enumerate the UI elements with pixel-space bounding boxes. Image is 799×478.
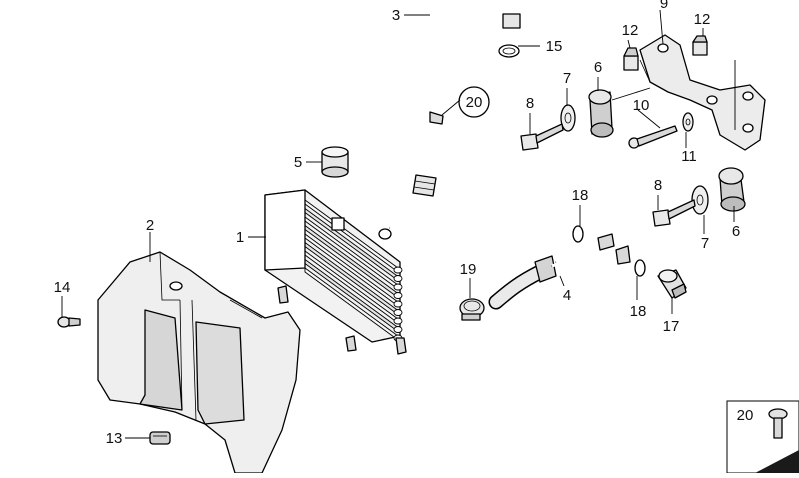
cooler-fin-end (393, 309, 403, 316)
callout-15: 15 (546, 38, 563, 55)
part-13-grommet (149, 431, 171, 445)
callout-5: 5 (294, 154, 302, 171)
part-6-rubber-mount-upper (588, 89, 614, 138)
cooler-fin-end (393, 300, 403, 308)
part-19-hose-clamp (459, 298, 485, 321)
part-14-screw (57, 316, 81, 328)
callout-12-left: 12 (622, 22, 639, 39)
callout-6-upper: 6 (594, 59, 602, 76)
part-17-banjo-bolt (657, 269, 687, 299)
part-15-seal-ring (498, 44, 520, 58)
callout-17: 17 (663, 318, 680, 335)
part-8-bolt-lower (652, 199, 696, 227)
part-12-screw-right (692, 35, 708, 56)
inset-screw-icon (768, 408, 788, 439)
callout-11: 11 (681, 148, 697, 165)
callout-3: 3 (392, 7, 400, 24)
part-12-screw-left (623, 47, 639, 71)
cooler-fin-end (393, 317, 403, 325)
cooler-fin-end (393, 275, 403, 282)
callout-6-lower: 6 (732, 223, 740, 240)
callout-20: 20 (466, 94, 483, 111)
inset-label-20: 20 (737, 407, 754, 424)
callout-8-upper: 8 (526, 95, 534, 112)
part-10-screw (628, 125, 678, 149)
callout-10: 10 (633, 97, 650, 114)
callout-18-lower: 18 (630, 303, 647, 320)
cooler-fin-end (393, 326, 403, 333)
callout-7-upper: 7 (563, 70, 571, 87)
callout-labels: 1 2 3 4 5 6 6 7 7 8 8 9 10 11 12 12 13 1… (54, 0, 741, 447)
part-4-oil-hose (488, 233, 631, 310)
cooler-fin-end (393, 266, 403, 274)
part-7-washer-lower (691, 185, 709, 215)
part-8-bolt-upper (520, 123, 564, 151)
part-11-washer (682, 112, 694, 132)
part-2-fairing-cover (97, 251, 301, 474)
part-6-rubber-mount-lower (718, 167, 746, 212)
callout-18-upper: 18 (572, 187, 589, 204)
cooler-fin-end (393, 292, 403, 299)
part-3-oil-pipe (378, 3, 521, 240)
callout-8-lower: 8 (654, 177, 662, 194)
leader-lines (61, 9, 736, 439)
callout-13: 13 (106, 430, 123, 447)
callout-9: 9 (660, 0, 668, 12)
part-18-seal-ring-upper (572, 225, 584, 243)
part-5-rubber-bush (321, 146, 349, 178)
part-1-oil-cooler (264, 189, 407, 355)
callout-4: 4 (563, 287, 571, 304)
part-18-seal-ring-lower (634, 259, 646, 277)
part-9-bracket (639, 34, 766, 151)
callout-19: 19 (460, 261, 477, 278)
callout-12-right: 12 (694, 11, 711, 28)
part-20-inset: 20 (726, 400, 799, 474)
callout-7-lower: 7 (701, 235, 709, 252)
cooler-fin-end (393, 283, 403, 291)
part-20-reference-circle (458, 86, 490, 118)
inset-corner-mark (755, 450, 799, 473)
callout-14: 14 (54, 279, 71, 296)
callout-2: 2 (146, 217, 154, 234)
part-7-washer-upper (560, 104, 576, 132)
callout-1: 1 (236, 229, 244, 246)
